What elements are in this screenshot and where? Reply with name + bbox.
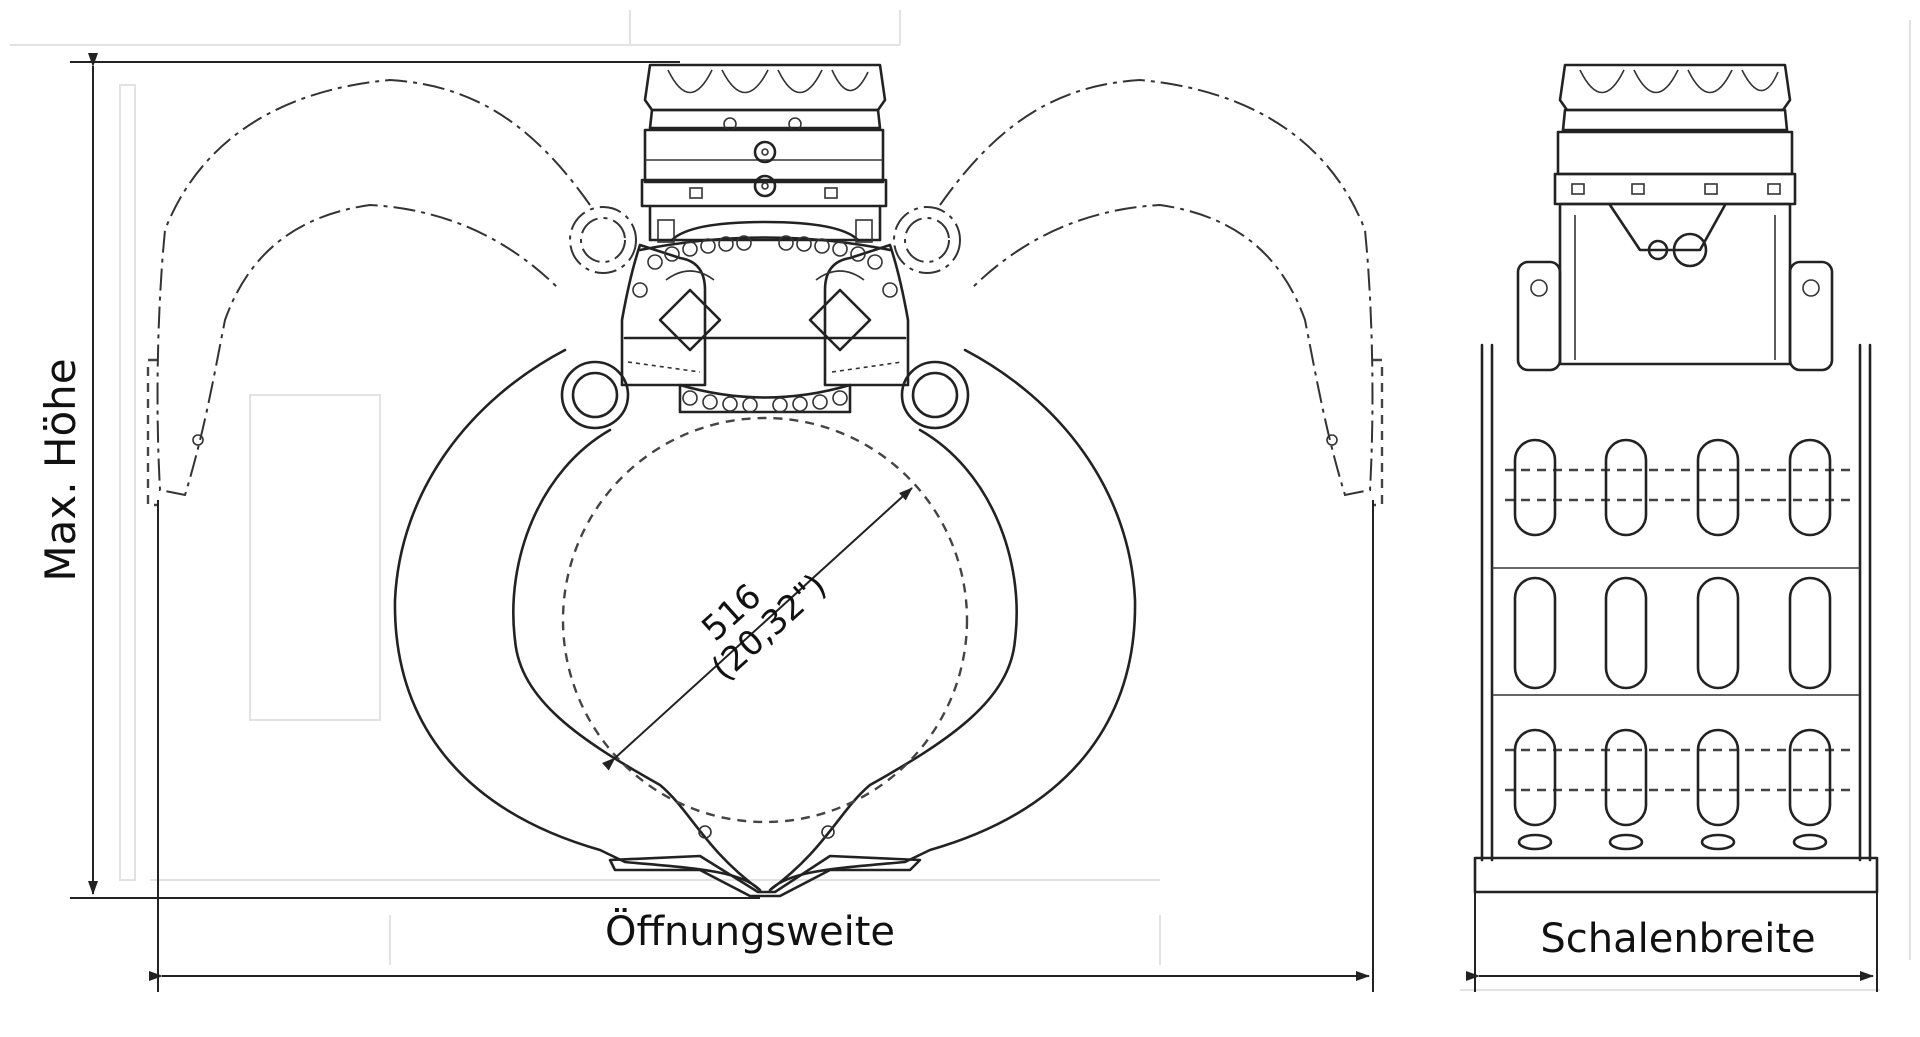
shell-width-label: Schalenbreite [1540, 916, 1815, 962]
shell-slots [1513, 438, 1832, 827]
bearing-balls-bottom [682, 390, 848, 413]
shell-width-dimension [1466, 892, 1878, 992]
diameter-label: 516 (20,32") [694, 566, 834, 689]
height-dimension [70, 53, 760, 899]
tines-open-position [146, 78, 1384, 507]
tines-closed-position [393, 348, 1137, 898]
hub-front [620, 235, 910, 414]
pivot-pins [560, 206, 970, 430]
construction-lines [10, 10, 1911, 991]
shell-bolts [1517, 833, 1828, 851]
opening-width-dimension [149, 500, 1374, 992]
grapple-front-view [146, 63, 1384, 898]
max-log-diameter-circle [561, 416, 969, 824]
diameter-dimension-line [602, 487, 913, 771]
bearing-balls-top [632, 235, 898, 298]
max-height-label: Max. Höhe [36, 358, 85, 581]
rotator-front [640, 63, 888, 243]
grapple-side-view [1473, 63, 1879, 894]
opening-width-label: Öffnungsweite [605, 907, 895, 955]
